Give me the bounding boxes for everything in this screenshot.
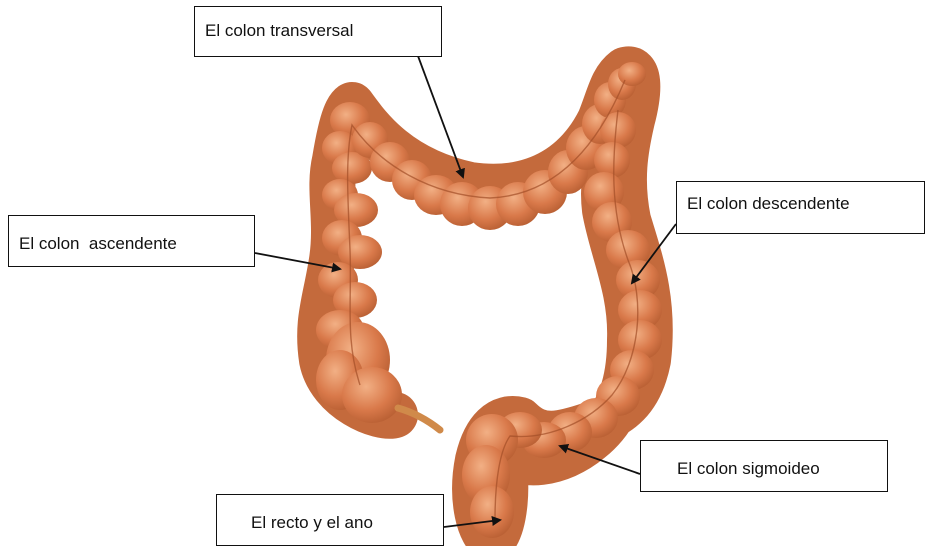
label-text: El colon sigmoideo xyxy=(677,459,820,479)
label-text: El colon transversal xyxy=(205,21,353,41)
label-colon-descendente: El colon descendente xyxy=(676,181,925,234)
label-text: El recto y el ano xyxy=(251,513,373,533)
large-intestine-illustration xyxy=(316,62,662,540)
label-text: El colon descendente xyxy=(687,194,850,214)
label-colon-ascendente: El colon ascendente xyxy=(8,215,255,267)
label-colon-sigmoideo: El colon sigmoideo xyxy=(640,440,888,492)
label-text: El colon ascendente xyxy=(19,234,177,254)
label-colon-transversal: El colon transversal xyxy=(194,6,442,57)
label-recto-ano: El recto y el ano xyxy=(216,494,444,546)
